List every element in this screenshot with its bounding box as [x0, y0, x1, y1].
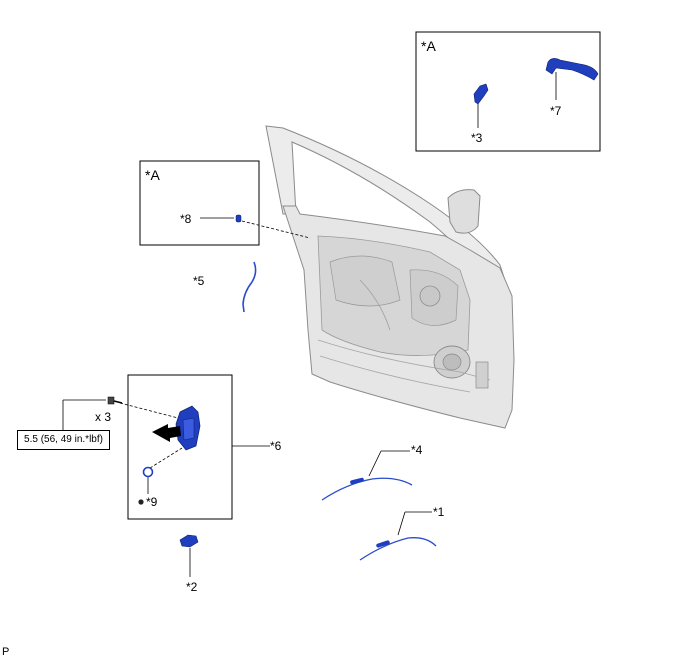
- inset-top-frame: [415, 31, 601, 152]
- callout-5: *5: [193, 274, 205, 288]
- grommet-ring-part: [142, 466, 154, 478]
- callout-1: *1: [433, 505, 445, 519]
- lock-cylinder-part: [473, 83, 489, 105]
- torque-spec-box: 5.5 (56, 49 in.*lbf): [17, 430, 110, 450]
- link-rod-part: [242, 261, 257, 313]
- inset-left-title: *A: [145, 167, 160, 183]
- callout-9: *9: [146, 495, 158, 509]
- footer-code: P: [2, 646, 10, 658]
- control-cable-upper-part: [321, 477, 413, 501]
- callout-6: *6: [270, 439, 282, 453]
- screw-quantity: x 3: [95, 410, 112, 424]
- grease-marker: [138, 499, 144, 505]
- screw-part: [107, 396, 123, 405]
- outside-handle-part: [545, 58, 599, 81]
- lock-assembly-frame: [127, 374, 233, 520]
- front-arrow-indicator: [152, 424, 181, 442]
- inset-left-frame: [139, 160, 260, 246]
- front-door-panel: [265, 125, 515, 429]
- leader-lines: [62, 72, 557, 577]
- callout-8: *8: [180, 212, 192, 226]
- door-lock-assembly-part: [175, 405, 201, 451]
- lock-striker-cover-part: [179, 534, 199, 548]
- callout-3: *3: [471, 131, 483, 145]
- inset-top-title: *A: [421, 38, 436, 54]
- control-cable-lower-part: [359, 537, 437, 561]
- small-clip-part: [235, 214, 242, 223]
- callout-2: *2: [186, 580, 198, 594]
- dashed-connectors: [119, 220, 311, 469]
- callout-7: *7: [550, 104, 562, 118]
- callout-4: *4: [411, 443, 423, 457]
